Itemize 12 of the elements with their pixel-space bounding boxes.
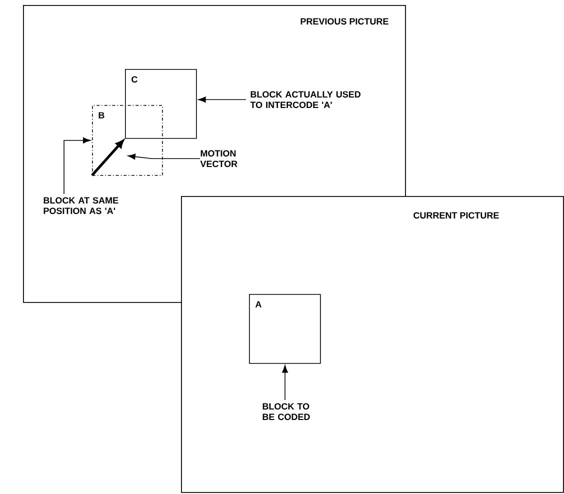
callout-text: MOTION VECTOR: [200, 150, 238, 168]
block-square: A: [249, 294, 321, 364]
arrow: [198, 96, 246, 103]
motion-vector-arrow: [91, 140, 124, 176]
callout-text: BLOCK AT SAME POSITION AS 'A': [44, 197, 118, 214]
arrow: [128, 154, 200, 160]
callout-text: BLOCK TO BE CODED: [262, 403, 310, 420]
arrow: [64, 137, 91, 194]
arrow: [282, 365, 288, 400]
callout-text: BLOCK ACTUALLY USED TO INTERCODE 'A': [250, 91, 360, 108]
block-square: C: [125, 69, 197, 139]
block-square: B: [92, 105, 163, 176]
